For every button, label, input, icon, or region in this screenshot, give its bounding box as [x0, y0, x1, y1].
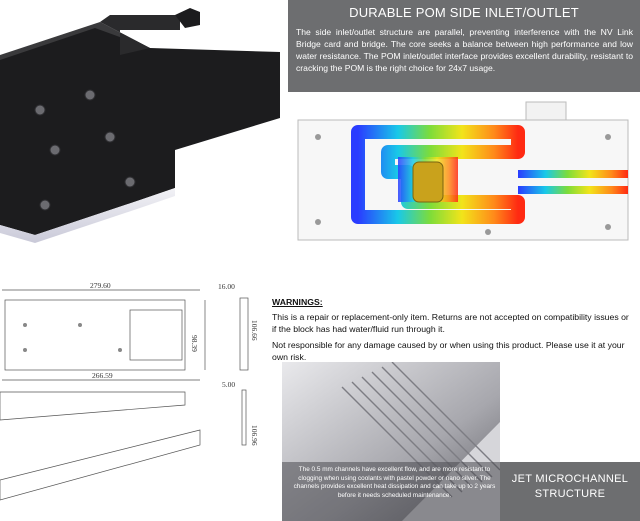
warnings-line-2: Not responsible for any damage caused by… [272, 340, 625, 362]
dim-inner-height: 98.39 [190, 335, 199, 352]
jet-title-line-1: JET MICROCHANNEL [511, 473, 629, 485]
dim-thickness-bottom: 5.00 [222, 380, 235, 389]
jet-caption: The 0.5 mm channels have excellent flow,… [293, 466, 496, 499]
warnings-line-1: This is a repair or replacement-only ite… [272, 312, 629, 334]
pom-feature-description: The side inlet/outlet structure are para… [296, 27, 633, 73]
jet-title-line-2: STRUCTURE [534, 488, 606, 500]
dim-outer-height: 106.66 [250, 320, 259, 341]
product-photo-block [0, 8, 280, 243]
dim-bottom-length: 266.59 [92, 371, 113, 380]
dim-top-length: 279.60 [90, 281, 111, 290]
warnings-section: WARNINGS: This is a repair or replacemen… [272, 296, 634, 367]
pom-feature-box: DURABLE POM SIDE INLET/OUTLET The side i… [288, 0, 640, 92]
flow-heatmap-diagram [297, 101, 629, 241]
pom-feature-title: DURABLE POM SIDE INLET/OUTLET [349, 5, 579, 20]
jet-feature-box: JET MICROCHANNEL STRUCTURE [500, 462, 640, 521]
dim-side-height: 106.96 [250, 425, 259, 446]
dim-thickness-top: 16.00 [218, 282, 235, 291]
warnings-heading: WARNINGS: [272, 297, 323, 307]
technical-drawing: 279.60 266.59 98.39 106.66 16.00 5.00 10… [0, 281, 259, 501]
jet-microchannel-photo [282, 362, 500, 521]
jet-feature-title: JET MICROCHANNEL STRUCTURE [500, 472, 640, 502]
